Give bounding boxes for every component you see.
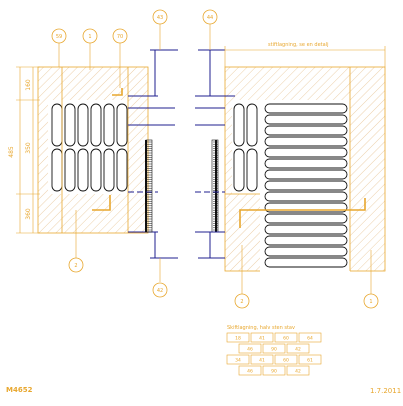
legend-cell <box>286 343 310 354</box>
legend-cell-label: 60 <box>283 357 289 363</box>
insulation-loop <box>264 103 348 114</box>
right-insulation-loops-wide <box>264 103 348 268</box>
insulation-loop <box>264 235 348 246</box>
left-insulation-loops <box>51 103 128 192</box>
insulation-loop <box>264 136 348 147</box>
drawing-code: M4652 <box>6 386 33 394</box>
legend-cell-label: 90 <box>271 368 277 374</box>
legend-cell <box>298 332 322 343</box>
legend-cell <box>298 354 322 365</box>
legend-cell-label: 64 <box>307 335 313 341</box>
legend-cell-label: 42 <box>295 346 301 352</box>
legend-cell-label: 34 <box>235 357 241 363</box>
callout-2-left-label: 2 <box>74 263 77 269</box>
dim-left-total: 485 <box>8 146 15 158</box>
callout-2-right-label: 2 <box>240 299 243 305</box>
insulation-loop <box>103 103 115 147</box>
insulation-loop <box>90 103 102 147</box>
insulation-loop <box>264 158 348 169</box>
callout-43-label: 43 <box>157 15 163 21</box>
legend-cell-label: 46 <box>247 346 253 352</box>
right-gasket-teeth <box>213 141 218 231</box>
legend-cell <box>226 332 250 343</box>
right-wall <box>195 66 386 272</box>
callout-2-left: 2 <box>68 210 84 273</box>
insulation-loop <box>264 114 348 125</box>
legend-cell-label: 41 <box>259 335 265 341</box>
callout-59: 59 <box>51 28 67 67</box>
callout-44-label: 44 <box>207 15 213 21</box>
callout-59-label: 59 <box>56 34 62 40</box>
legend-cell <box>250 332 274 343</box>
insulation-loop <box>246 148 258 192</box>
insulation-loop <box>246 103 258 147</box>
legend-cell-label: 61 <box>307 357 313 363</box>
insulation-loop <box>90 148 102 192</box>
legend-cell <box>238 365 262 376</box>
legend-cell-label: 41 <box>259 357 265 363</box>
legend-cell <box>274 332 298 343</box>
legend-cell-label: 90 <box>271 346 277 352</box>
legend-cell-label: 18 <box>235 335 241 341</box>
insulation-loop <box>264 257 348 268</box>
insulation-loop <box>264 169 348 180</box>
callout-42: 42 <box>152 258 168 298</box>
legend-cell <box>226 354 250 365</box>
insulation-loop <box>77 148 89 192</box>
legend-cell <box>262 365 286 376</box>
legend-cell <box>286 365 310 376</box>
callout-70-label: 70 <box>117 34 123 40</box>
dim-left-bottom: 360 <box>25 208 32 220</box>
callout-1: 1 <box>82 28 98 70</box>
insulation-loop <box>116 103 128 147</box>
insulation-loop <box>264 125 348 136</box>
insulation-loop <box>264 224 348 235</box>
legend-cell-label: 60 <box>283 335 289 341</box>
right-insulation-loops-narrow <box>233 103 258 192</box>
insulation-loop <box>264 180 348 191</box>
callout-44: 44 <box>202 9 218 50</box>
callout-1-right: 1 <box>363 250 379 309</box>
insulation-loop <box>103 148 115 192</box>
dim-left-top: 160 <box>25 79 32 91</box>
dim-left-mid: 350 <box>25 142 32 154</box>
insulation-loop <box>264 202 348 213</box>
legend-cell-label: 42 <box>295 368 301 374</box>
insulation-loop <box>264 147 348 158</box>
insulation-loop <box>77 103 89 147</box>
legend-title: Skiftlagning, halv sten stav <box>227 325 295 331</box>
legend-cell <box>274 354 298 365</box>
insulation-loop <box>264 213 348 224</box>
insulation-loop <box>233 148 245 192</box>
center-profile <box>128 49 225 259</box>
top-right-dimension <box>224 46 386 67</box>
callout-43: 43 <box>152 9 168 50</box>
legend-cell <box>238 343 262 354</box>
legend-grid: 18 41 60 64 46 90 42 34 41 60 61 46 90 42 <box>226 332 322 376</box>
callout-42-label: 42 <box>157 288 163 294</box>
insulation-loop <box>64 148 76 192</box>
callout-1-right-label: 1 <box>369 299 372 305</box>
left-wall <box>37 66 158 234</box>
legend-cell <box>262 343 286 354</box>
callout-70: 70 <box>112 28 128 88</box>
legend-cell-label: 46 <box>247 368 253 374</box>
left-gasket-teeth <box>147 141 152 231</box>
insulation-loop <box>64 103 76 147</box>
legend-cell <box>250 354 274 365</box>
insulation-loop <box>116 148 128 192</box>
dim-top-right: stiftlagning, se en detalj <box>268 42 328 48</box>
insulation-loop <box>233 103 245 147</box>
insulation-loop <box>264 191 348 202</box>
callout-1-label: 1 <box>88 34 91 40</box>
insulation-loop <box>264 246 348 257</box>
drawing-date: 1.7.2011 <box>370 387 402 395</box>
left-dimensions <box>16 66 40 234</box>
callout-2-right: 2 <box>234 245 250 309</box>
